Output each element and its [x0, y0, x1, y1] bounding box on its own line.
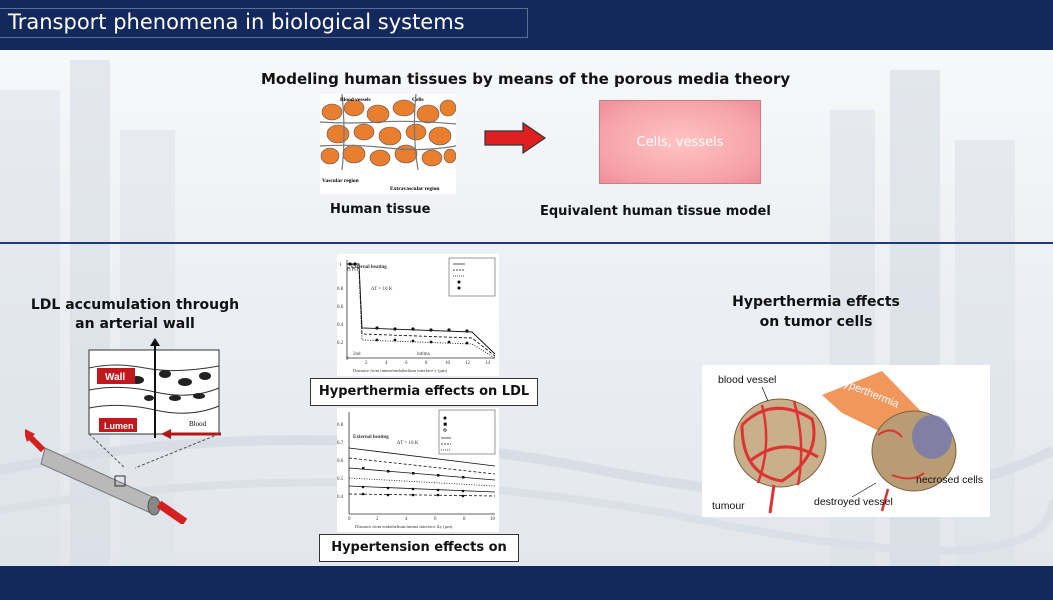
top-y-tick-2: 0.6	[337, 305, 344, 310]
human-tissue-caption: Human tissue	[330, 202, 431, 217]
top-x-label: Distance from lumen/endothelium interfac…	[353, 368, 448, 373]
bot-x-tick-1: 2	[376, 517, 379, 522]
top-x-tick-2: 4	[385, 361, 388, 366]
bot-legend-title: External heating	[353, 435, 389, 440]
section-divider	[0, 242, 1053, 244]
top-x-tick-0: 0	[346, 357, 349, 362]
top-x-tick-6: 12	[465, 361, 471, 366]
arterial-wall-diagram: Wall Lumen Blood	[25, 338, 221, 524]
bot-x-tick-2: 4	[405, 517, 408, 522]
bot-x-tick-0: 0	[348, 517, 351, 522]
bot-x-label: Distance from endothelium/intima interfa…	[355, 524, 453, 529]
bot-y-tick-4: 0.8	[337, 423, 344, 428]
tumour-mass	[733, 398, 827, 514]
label-blood-vessel: blood vessel	[718, 374, 776, 386]
title-frame	[0, 8, 528, 38]
label-blood-vessels: Blood vessels	[340, 97, 371, 103]
top-y-tick-0: 0.2	[337, 341, 344, 346]
tumor-heading-line2: on tumor cells	[759, 314, 873, 330]
top-x-tick-1: 2	[365, 361, 368, 366]
bot-x-tick-3: 6	[434, 517, 437, 522]
tumor-heading: Hyperthermia effects on tumor cells	[716, 292, 916, 332]
ldl-heading-line1: LDL accumulation through	[30, 297, 240, 313]
hyperthermia-ldl-caption: Hyperthermia effects on LDL	[310, 378, 538, 406]
bot-dt-label: ΔT = 10 K	[397, 441, 419, 446]
bot-x-tick-5: 10	[490, 517, 496, 522]
top-region-2: intima	[417, 352, 431, 357]
ldl-heading-line2: an arterial wall	[75, 316, 195, 332]
bot-y-tick-0: 0.4	[337, 495, 344, 500]
top-x-tick-4: 8	[425, 361, 428, 366]
bot-x-tick-4: 8	[463, 517, 466, 522]
top-x-tick-3: 6	[405, 361, 408, 366]
necrosed-mass	[871, 410, 957, 512]
ldl-heading: LDL accumulation through an arterial wal…	[20, 296, 250, 334]
hypertension-ldl-chart: 0 2 4 6 8 10 0.4 0.5 0.6 0.7 0.8 Externa…	[337, 408, 499, 532]
label-vascular-region: Vascular region	[322, 178, 359, 184]
bot-y-tick-2: 0.6	[337, 459, 344, 464]
tumor-hyperthermia-illustration: blood vessel Hyperthermia tumour destroy…	[702, 365, 990, 517]
label-tumour: tumour	[712, 500, 745, 512]
equivalent-model-caption: Equivalent human tissue model	[540, 204, 771, 219]
label-destroyed-vessel: destroyed vessel	[814, 496, 893, 508]
porous-media-heading: Modeling human tissues by means of the p…	[261, 70, 791, 88]
human-tissue-illustration: Blood vessels Cells Vascular region Extr…	[320, 94, 456, 194]
arrow-right-icon	[484, 121, 547, 155]
hypertension-ldl-caption: Hypertension effects on LDL	[319, 534, 519, 581]
equivalent-tissue-model-box: Cells, vessels	[599, 100, 761, 184]
hyperthermia-ldl-chart: 0 2 4 6 8 10 12 14 0.2 0.4 0.6 0.8 1 Ext…	[337, 254, 499, 376]
header-bar: Transport phenomena in biological system…	[0, 0, 1053, 50]
top-legend-title: External heating	[351, 265, 387, 270]
label-necrosed-cells: necrosed cells	[916, 474, 983, 486]
blood-label: Blood	[189, 420, 207, 428]
slide-title: Transport phenomena in biological system…	[8, 10, 465, 34]
top-region-1: 2nd	[353, 352, 361, 357]
top-y-tick-3: 0.8	[337, 287, 344, 292]
label-cells: Cells	[412, 97, 424, 103]
top-y-tick-1: 0.4	[337, 323, 344, 328]
bot-y-tick-3: 0.7	[337, 441, 344, 446]
label-extravascular-region: Extravascular region	[390, 186, 439, 192]
top-x-tick-7: 14	[485, 361, 491, 366]
wall-label: Wall	[105, 372, 125, 383]
top-y-tick-4: 1	[339, 263, 342, 268]
lumen-label: Lumen	[104, 421, 134, 431]
tumor-heading-line1: Hyperthermia effects	[732, 294, 900, 310]
footer-bar	[0, 566, 1053, 600]
bot-y-tick-1: 0.5	[337, 477, 344, 482]
top-x-tick-5: 10	[445, 361, 451, 366]
top-dt-label: ΔT = 10 K	[371, 287, 393, 292]
